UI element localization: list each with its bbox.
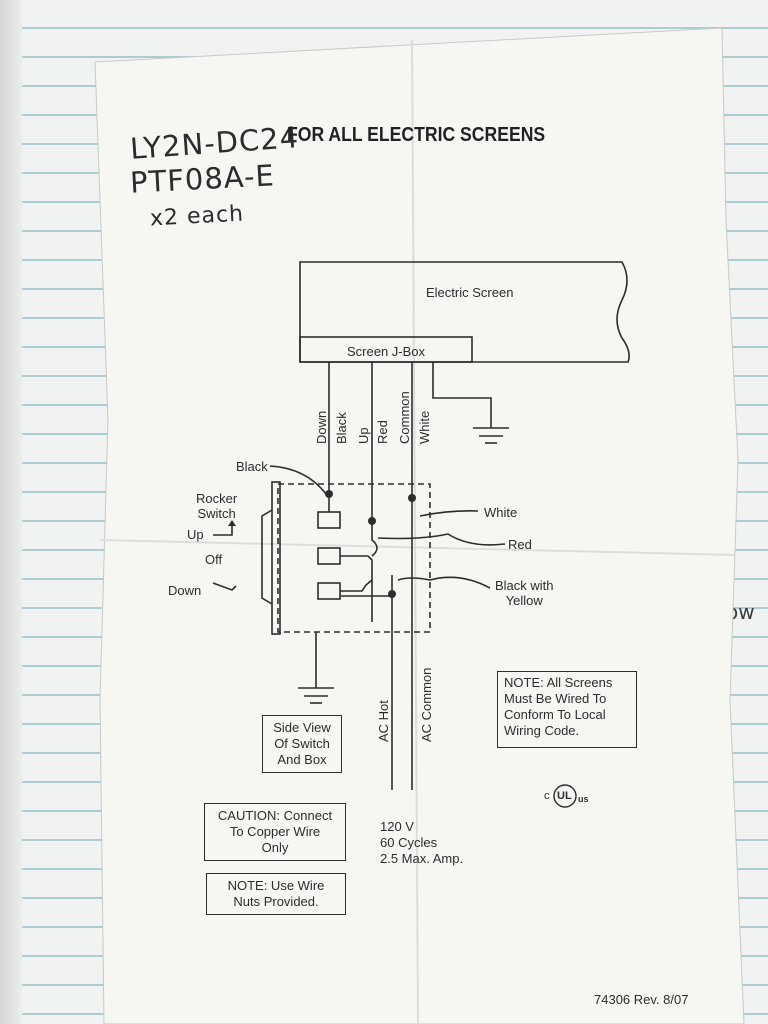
all-screens-note: NOTE: All Screens Must Be Wired To Confo… bbox=[497, 671, 637, 748]
ul-circle bbox=[553, 784, 577, 808]
wire-middle-terminal bbox=[340, 555, 373, 622]
wire-bottom-terminal bbox=[340, 579, 373, 592]
up-arrow bbox=[213, 524, 233, 536]
power-voltage: 120 V bbox=[380, 819, 414, 834]
ac-common-label: AC Common bbox=[419, 667, 434, 742]
notebook-edge bbox=[0, 0, 22, 1024]
wire-label-black: Black bbox=[334, 412, 349, 444]
electric-screen-label: Electric Screen bbox=[426, 285, 514, 300]
callout-black-with-yellow: Black with Yellow bbox=[495, 578, 554, 608]
power-amperage: 2.5 Max. Amp. bbox=[380, 851, 464, 866]
electric-screen-box bbox=[299, 261, 630, 363]
wire-red-crossover bbox=[371, 521, 378, 557]
switch-up-label: Up bbox=[187, 527, 204, 542]
paper-crease-horizontal bbox=[99, 539, 737, 556]
jbox-ground-wire bbox=[432, 362, 492, 428]
switch-down-label: Down bbox=[168, 583, 202, 598]
rocker-switch-label: Rocker Switch bbox=[196, 491, 238, 521]
ul-mark-ul: UL bbox=[557, 790, 572, 802]
leader-black-yellow bbox=[397, 576, 491, 589]
paper-sheet bbox=[94, 27, 745, 1024]
side-view-note: Side View Of Switch And Box bbox=[262, 715, 342, 773]
dot-hot bbox=[388, 590, 396, 598]
switch-box-dashed bbox=[277, 483, 431, 633]
handwritten-quantity: x2 each bbox=[149, 201, 245, 232]
document-revision: 74306 Rev. 8/07 bbox=[594, 992, 689, 1007]
caution-note: CAUTION: Connect To Copper Wire Only bbox=[204, 803, 346, 861]
switch-plate bbox=[271, 481, 281, 635]
wire-label-red: Red bbox=[375, 420, 390, 444]
dot-down bbox=[325, 490, 333, 498]
wire-label-common: Common bbox=[397, 391, 412, 444]
dot-red bbox=[368, 517, 376, 525]
screen-jbox bbox=[299, 336, 473, 363]
callout-red: Red bbox=[508, 537, 532, 552]
wire-label-down: Down bbox=[314, 410, 329, 444]
switch-off-label: Off bbox=[205, 552, 223, 567]
wire-nuts-note: NOTE: Use Wire Nuts Provided. bbox=[206, 873, 346, 915]
leader-red bbox=[377, 533, 506, 546]
callout-white: White bbox=[484, 505, 518, 520]
leader-black bbox=[269, 465, 327, 495]
ac-hot-label: AC Hot bbox=[376, 700, 391, 742]
rocker-body bbox=[261, 509, 273, 605]
switch-black-label: Black bbox=[236, 459, 268, 474]
jbox-label: Screen J-Box bbox=[347, 344, 426, 359]
wire-label-white: White bbox=[417, 410, 432, 444]
power-cycles: 60 Cycles bbox=[380, 835, 438, 850]
paper-crease-vertical bbox=[411, 39, 419, 1024]
ul-mark-c: c bbox=[544, 790, 550, 802]
arrowhead-up bbox=[228, 520, 236, 526]
page-title: FOR ALL ELECTRIC SCREENS bbox=[287, 124, 546, 146]
wire-label-up: Up bbox=[356, 427, 371, 444]
down-arrow bbox=[212, 582, 237, 591]
ul-mark-us: us bbox=[578, 794, 589, 804]
leader-white bbox=[419, 510, 479, 517]
dot-common bbox=[408, 494, 416, 502]
